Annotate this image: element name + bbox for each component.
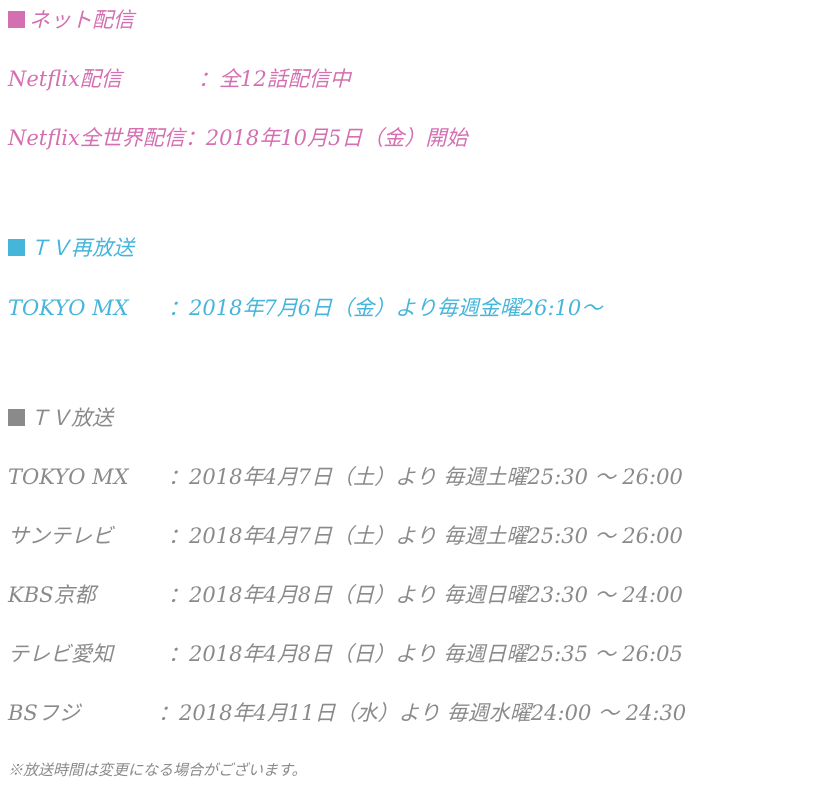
net-row: Netflix配信：全12話配信中 — [8, 67, 351, 91]
rerun-heading: ＴＶ再放送 — [8, 235, 134, 261]
net-heading: ネット配信 — [8, 7, 134, 33]
net-row: Netflix全世界配信：2018年10月5日（金）開始 — [8, 126, 468, 150]
tv-row: テレビ愛知：2018年4月8日（日）より 毎週日曜25:35 ～ 26:05 — [8, 642, 683, 666]
square-bullet-icon — [8, 409, 25, 426]
rerun-row: TOKYO MX：2018年7月6日（金）より毎週金曜26:10～ — [8, 296, 603, 320]
broadcast-note: ※放送時間は変更になる場合がございます。 — [8, 761, 307, 779]
tv-heading: ＴＶ放送 — [8, 405, 113, 431]
tv-row: TOKYO MX：2018年4月7日（土）より 毎週土曜25:30 ～ 26:0… — [8, 465, 683, 489]
tv-row: BSフジ：2018年4月11日（水）より 毎週水曜24:00 ～ 24:30 — [8, 701, 687, 725]
square-bullet-icon — [8, 239, 25, 256]
tv-row: KBS京都：2018年4月8日（日）より 毎週日曜23:30 ～ 24:00 — [8, 583, 683, 607]
tv-row: サンテレビ：2018年4月7日（土）より 毎週土曜25:30 ～ 26:00 — [8, 524, 683, 548]
square-bullet-icon — [8, 11, 25, 28]
